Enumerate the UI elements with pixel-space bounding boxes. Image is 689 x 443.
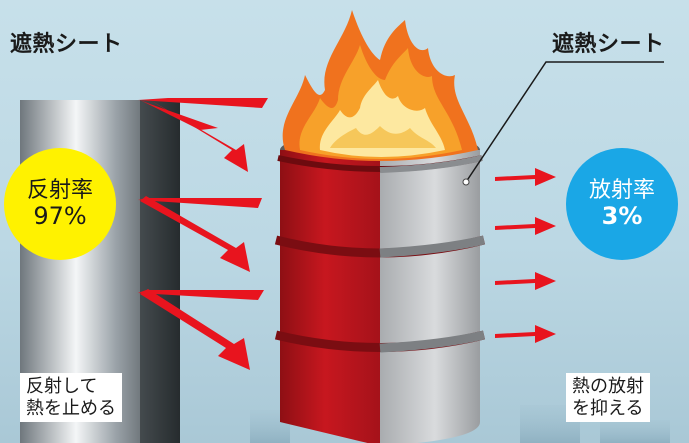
fire-flames bbox=[283, 10, 478, 161]
emissivity-badge: 放射率 3% bbox=[566, 148, 678, 260]
emissivity-label: 放射率 bbox=[589, 178, 655, 203]
emissivity-value: 3% bbox=[602, 203, 643, 231]
right-caption-line2: を抑える bbox=[572, 398, 644, 420]
left-caption-line1: 反射して bbox=[26, 376, 116, 398]
right-caption: 熱の放射 を抑える bbox=[566, 373, 650, 422]
reflectance-label: 反射率 bbox=[27, 178, 93, 203]
radiation-arrows bbox=[495, 168, 556, 343]
left-caption: 反射して 熱を止める bbox=[20, 373, 122, 422]
right-caption-line1: 熱の放射 bbox=[572, 376, 644, 398]
reflectance-badge: 反射率 97% bbox=[4, 148, 116, 260]
left-sheet-label: 遮熱シート bbox=[10, 26, 123, 58]
reflectance-value: 97% bbox=[33, 203, 86, 231]
right-sheet-label: 遮熱シート bbox=[552, 26, 665, 58]
left-caption-line2: 熱を止める bbox=[26, 398, 116, 420]
oil-drum bbox=[276, 132, 484, 443]
